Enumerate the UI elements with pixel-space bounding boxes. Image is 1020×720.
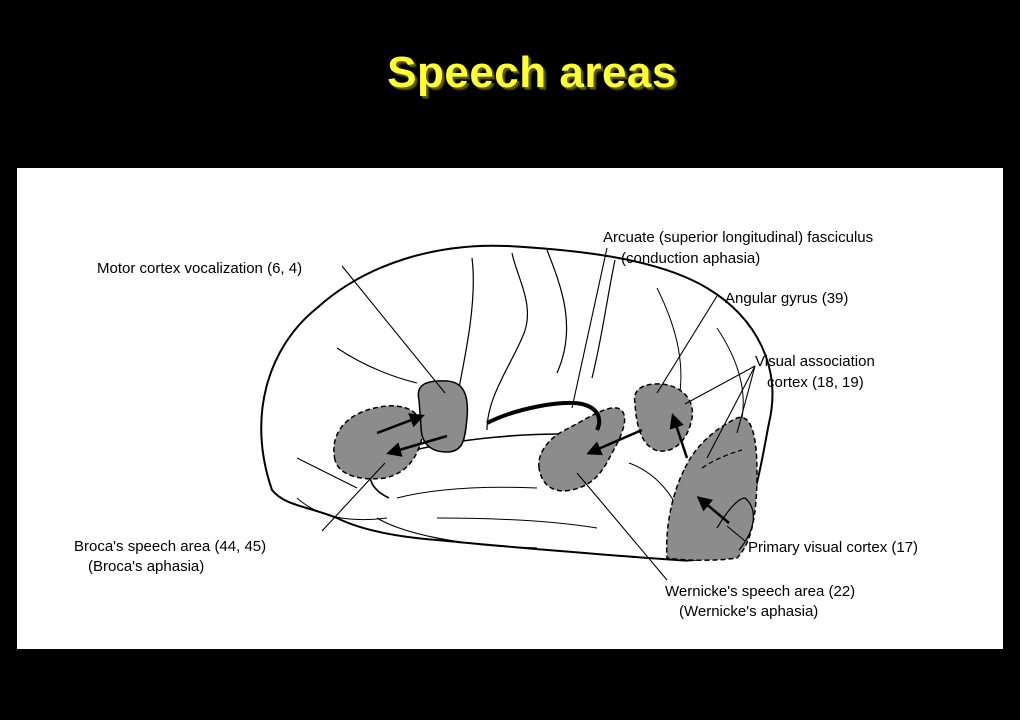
visual-cortex-dashed-boundary xyxy=(701,449,743,469)
label-wernicke-2: (Wernicke's aphasia) xyxy=(679,603,818,620)
brain-diagram: Motor cortex vocalization (6, 4) Arcuate… xyxy=(74,229,918,620)
leader-lines xyxy=(321,247,756,581)
visual-cortex-boundary xyxy=(716,497,754,551)
slide-title: Speech areas xyxy=(387,48,677,97)
label-visual-association-1: Visual association xyxy=(755,353,875,370)
label-visual-association-2: cortex (18, 19) xyxy=(767,374,864,391)
broca-area xyxy=(333,405,424,480)
label-motor-cortex: Motor cortex vocalization (6, 4) xyxy=(97,260,302,277)
label-arcuate-2: (conduction aphasia) xyxy=(621,250,760,267)
label-broca-2: (Broca's aphasia) xyxy=(88,558,204,575)
arcuate-fasciculus xyxy=(486,401,602,431)
figure-panel: Motor cortex vocalization (6, 4) Arcuate… xyxy=(17,168,1003,649)
wernicke-area xyxy=(538,407,626,492)
label-angular-gyrus: Angular gyrus (39) xyxy=(725,290,848,307)
label-arcuate-1: Arcuate (superior longitudinal) fascicul… xyxy=(603,229,873,246)
pathway-arrows xyxy=(376,413,730,524)
label-primary-visual: Primary visual cortex (17) xyxy=(748,539,918,556)
angular-gyrus-area xyxy=(633,383,694,452)
label-wernicke-1: Wernicke's speech area (22) xyxy=(665,583,855,600)
motor-cortex-area xyxy=(417,380,469,453)
label-broca-1: Broca's speech area (44, 45) xyxy=(74,538,266,555)
